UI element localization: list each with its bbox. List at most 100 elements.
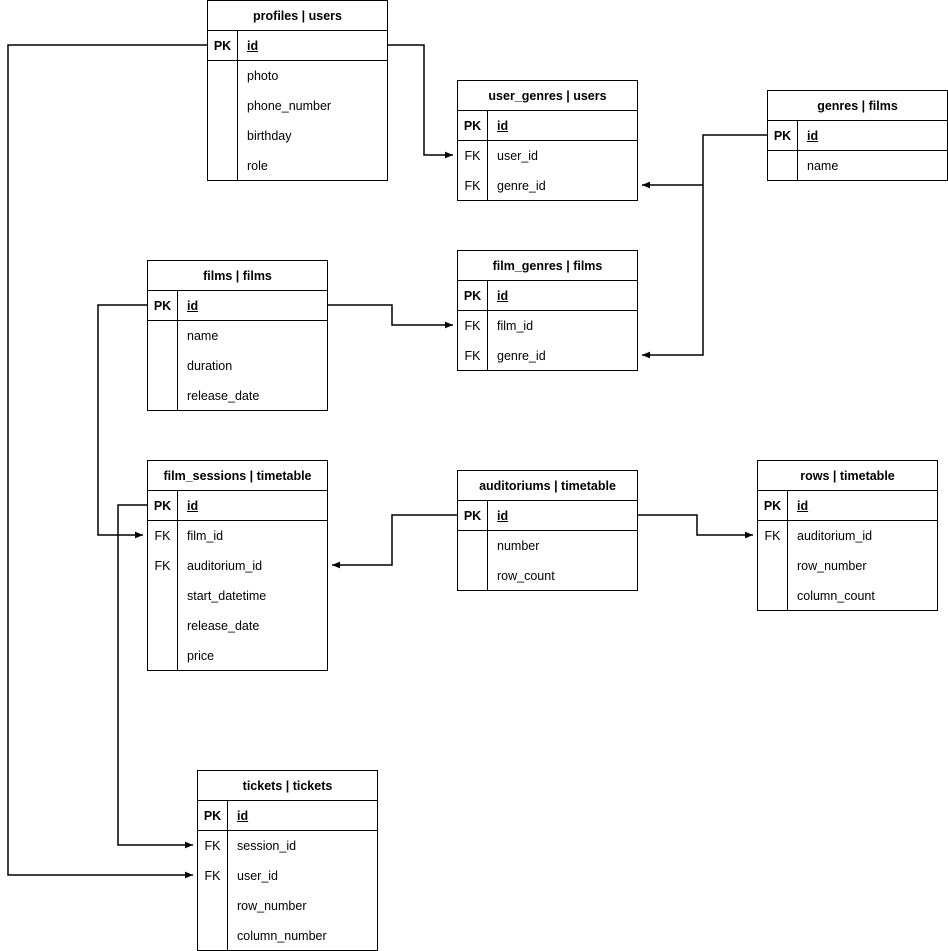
- attribute-name: name: [807, 159, 839, 173]
- attribute-name: number: [497, 539, 540, 553]
- attribute-name: column_count: [797, 589, 875, 603]
- attribute-row[interactable]: row_number: [758, 551, 937, 581]
- attribute-row[interactable]: duration: [148, 351, 327, 381]
- attribute-row[interactable]: release_date: [148, 611, 327, 641]
- attribute-row[interactable]: birthday: [208, 121, 387, 151]
- attribute-key-badge: FK: [458, 171, 488, 201]
- attribute-name: row_count: [497, 569, 555, 583]
- attribute-name: name: [187, 329, 219, 343]
- attribute-name: photo: [247, 69, 279, 83]
- attribute-row[interactable]: role: [208, 151, 387, 181]
- attribute-row[interactable]: start_datetime: [148, 581, 327, 611]
- attribute-row[interactable]: name: [148, 321, 327, 351]
- attribute-name: auditorium_id: [187, 559, 263, 573]
- attribute-name: role: [247, 159, 268, 173]
- attribute-key-badge: [148, 641, 178, 671]
- attribute-key-badge: [148, 581, 178, 611]
- attribute-key-badge: [148, 321, 178, 351]
- attribute-name: row_number: [237, 899, 307, 913]
- attribute-key-badge: [148, 351, 178, 381]
- attribute-key-badge: [198, 921, 228, 951]
- attribute-key-badge: [208, 151, 238, 181]
- attribute-key-badge: PK: [458, 111, 488, 140]
- attribute-row[interactable]: FK auditorium_id: [148, 551, 327, 581]
- entity-title-profiles: profiles | users: [208, 1, 387, 31]
- attribute-key-badge: PK: [458, 281, 488, 310]
- attribute-name: birthday: [247, 129, 292, 143]
- relationship-edge-genres-id-to-user_genres-genre_id: [642, 134, 767, 189]
- attribute-name: id: [187, 299, 199, 313]
- attribute-row[interactable]: PK id: [458, 281, 637, 311]
- attribute-name: id: [497, 509, 509, 523]
- attribute-name: release_date: [187, 389, 260, 403]
- attribute-row[interactable]: row_number: [198, 891, 377, 921]
- relationship-edge-films-id-to-film_genres-film_id: [328, 304, 453, 329]
- attribute-key-badge: FK: [148, 551, 178, 581]
- attribute-key-badge: PK: [198, 801, 228, 830]
- attribute-name: genre_id: [497, 179, 546, 193]
- attribute-row[interactable]: column_number: [198, 921, 377, 951]
- entity-title-genres: genres | films: [768, 91, 947, 121]
- relationship-edge-auditoriums-id-to-rows-auditorium_id: [638, 514, 753, 539]
- attribute-name: user_id: [497, 149, 538, 163]
- attribute-key-badge: FK: [458, 341, 488, 371]
- entity-title-user_genres: user_genres | users: [458, 81, 637, 111]
- attribute-row[interactable]: price: [148, 641, 327, 671]
- attribute-row[interactable]: FK genre_id: [458, 171, 637, 201]
- entity-title-rows: rows | timetable: [758, 461, 937, 491]
- attribute-name: id: [497, 119, 509, 133]
- relationship-edge-auditoriums-id-to-film_sessions-auditorium_id: [332, 514, 457, 569]
- attribute-row[interactable]: phone_number: [208, 91, 387, 121]
- attribute-name: id: [497, 289, 509, 303]
- attribute-key-badge: [208, 121, 238, 151]
- attribute-key-badge: [758, 581, 788, 611]
- attribute-key-badge: [148, 381, 178, 411]
- attribute-name: id: [797, 499, 809, 513]
- attribute-name: film_id: [497, 319, 534, 333]
- attribute-row[interactable]: name: [768, 151, 947, 181]
- attribute-key-badge: [458, 531, 488, 561]
- attribute-row[interactable]: column_count: [758, 581, 937, 611]
- attribute-row[interactable]: number: [458, 531, 637, 561]
- attribute-key-badge: FK: [758, 521, 788, 551]
- attribute-row[interactable]: PK id: [458, 111, 637, 141]
- attribute-name: phone_number: [247, 99, 332, 113]
- attribute-row[interactable]: FK genre_id: [458, 341, 637, 371]
- attribute-row[interactable]: release_date: [148, 381, 327, 411]
- attribute-key-badge: FK: [198, 861, 228, 891]
- attribute-key-badge: PK: [768, 121, 798, 150]
- attribute-row[interactable]: photo: [208, 61, 387, 91]
- attribute-name: genre_id: [497, 349, 546, 363]
- attribute-row[interactable]: row_count: [458, 561, 637, 591]
- entity-title-film_genres: film_genres | films: [458, 251, 637, 281]
- entity-title-tickets: tickets | tickets: [198, 771, 377, 801]
